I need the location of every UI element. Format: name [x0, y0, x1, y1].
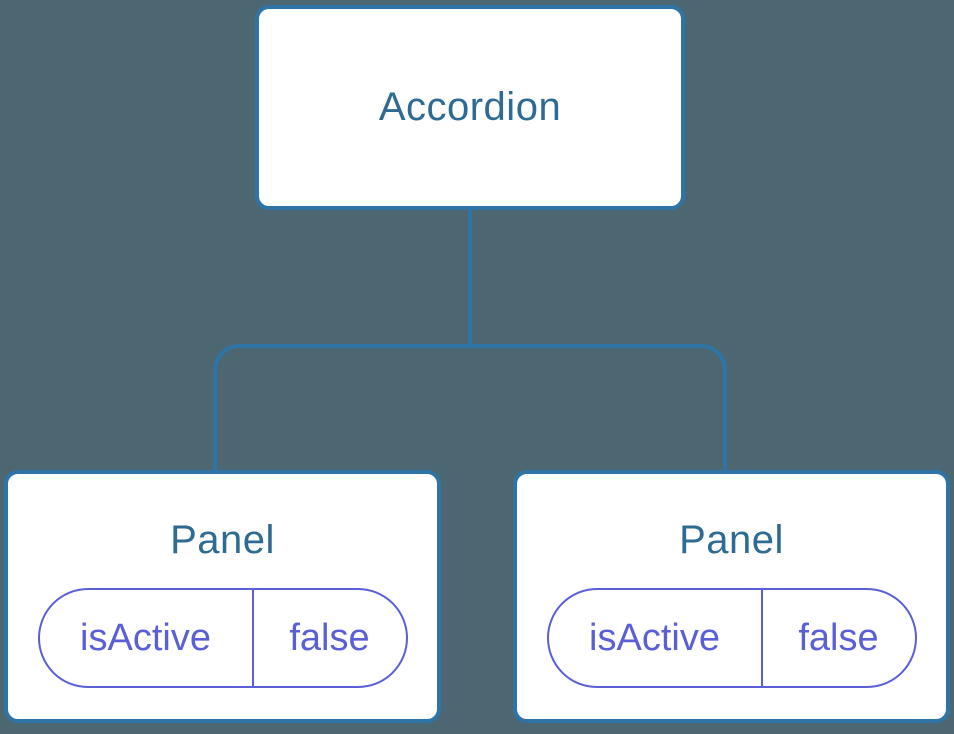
- state-key: isActive: [549, 590, 763, 686]
- node-accordion-label: Accordion: [378, 85, 562, 129]
- state-value: false: [798, 616, 879, 659]
- node-panel-right-label: Panel: [679, 518, 784, 562]
- node-accordion: Accordion: [255, 5, 685, 210]
- state-pill-left: isActive false: [37, 588, 408, 688]
- node-panel-left: Panel isActive false: [4, 470, 441, 723]
- state-pill-right: isActive false: [546, 588, 917, 688]
- connector-stem: [468, 206, 472, 348]
- state-key: isActive: [40, 590, 254, 686]
- node-panel-left-label: Panel: [170, 518, 275, 562]
- state-value: false: [289, 616, 370, 659]
- connector-bracket: [213, 344, 727, 474]
- node-panel-right: Panel isActive false: [513, 470, 950, 723]
